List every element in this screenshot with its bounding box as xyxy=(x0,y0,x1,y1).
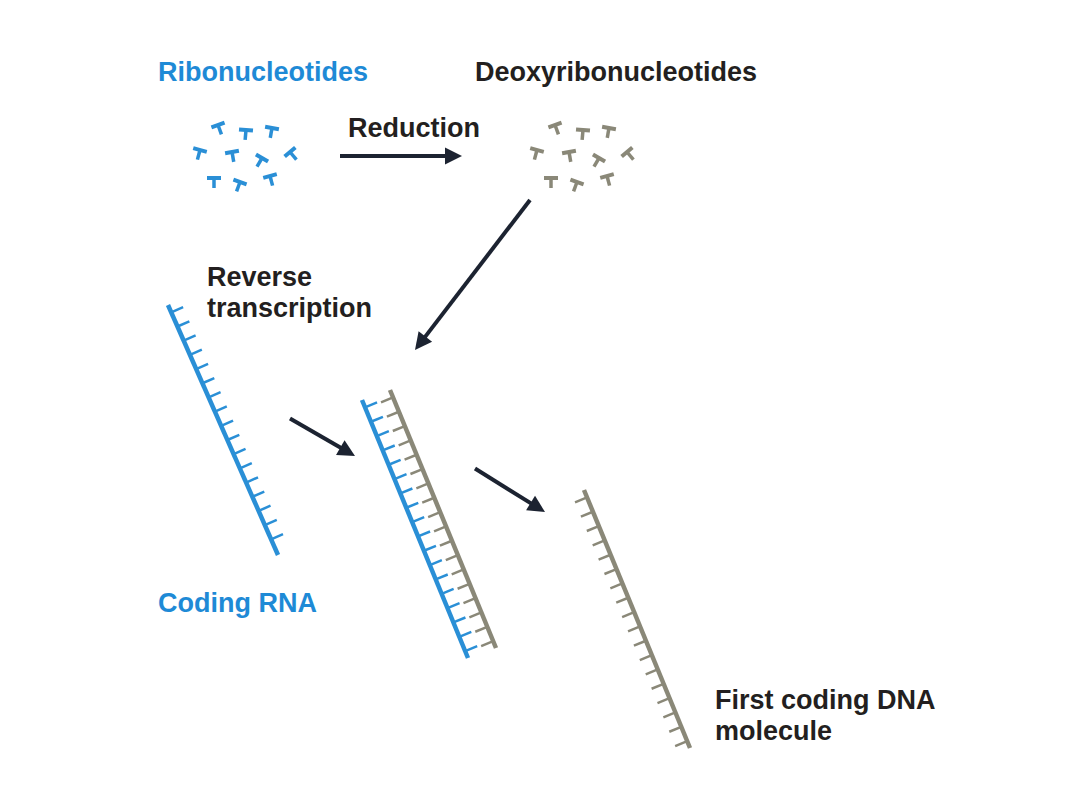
process-arrow xyxy=(475,469,545,512)
arrowhead xyxy=(445,148,462,165)
nucleotide-symbol xyxy=(622,148,639,165)
nucleotide-symbol xyxy=(528,148,544,161)
node-label: Reverse transcription xyxy=(207,262,417,324)
process-arrow xyxy=(340,148,462,165)
arrow-shaft xyxy=(290,418,342,448)
illustration xyxy=(355,350,475,662)
nucleotide-symbol xyxy=(588,155,605,171)
rna-strand xyxy=(362,400,477,658)
nucleotide-symbol xyxy=(575,129,590,140)
rna-strand xyxy=(168,305,283,555)
process-arrow xyxy=(415,200,530,350)
nucleotide-symbol xyxy=(207,178,221,188)
illustration xyxy=(545,485,700,755)
nucleotide-symbol xyxy=(600,127,616,139)
process-arrow xyxy=(290,418,355,456)
illustration xyxy=(160,300,290,620)
nucleotide-symbol xyxy=(544,178,558,188)
node-label: First coding DNA molecule xyxy=(715,685,940,747)
node-label: Deoxyribonucleotides xyxy=(475,57,757,88)
nucleotide-symbol xyxy=(285,148,302,165)
nucleotide-symbol xyxy=(211,123,228,137)
dna-strand xyxy=(575,490,690,748)
arrow-shaft xyxy=(475,469,532,505)
rna-dna-hybrid: Reverse transcription xyxy=(355,350,475,662)
nucleotide-symbol xyxy=(567,180,584,194)
node-label: Ribonucleotides xyxy=(158,57,368,88)
nucleotide-symbol xyxy=(263,174,279,187)
node-label: Coding RNA xyxy=(158,588,317,619)
nucleotide-symbol xyxy=(191,148,207,161)
illustration xyxy=(185,112,340,200)
nucleotide-symbol xyxy=(263,127,279,139)
nucleotide-symbol xyxy=(548,123,565,137)
coding-rna-strand: Coding RNA xyxy=(160,300,290,620)
nucleotide-symbol xyxy=(230,180,247,194)
nucleotide-symbol xyxy=(225,151,241,163)
edge-label: Reduction xyxy=(346,113,482,144)
nucleotide-symbol xyxy=(600,174,616,187)
deoxyribonucleotide-pool: Deoxyribonucleotides xyxy=(462,112,662,200)
nucleotide-symbol xyxy=(238,129,253,140)
nucleotide-symbol xyxy=(251,155,268,171)
arrow-shaft xyxy=(340,154,447,158)
ribonucleotide-pool: Ribonucleotides xyxy=(185,112,340,200)
nucleotide-symbol xyxy=(562,151,578,163)
illustration xyxy=(462,112,662,200)
dna-strand: First coding DNA molecule xyxy=(545,485,700,755)
arrow-shaft xyxy=(424,200,530,338)
dna-strand xyxy=(381,390,496,648)
